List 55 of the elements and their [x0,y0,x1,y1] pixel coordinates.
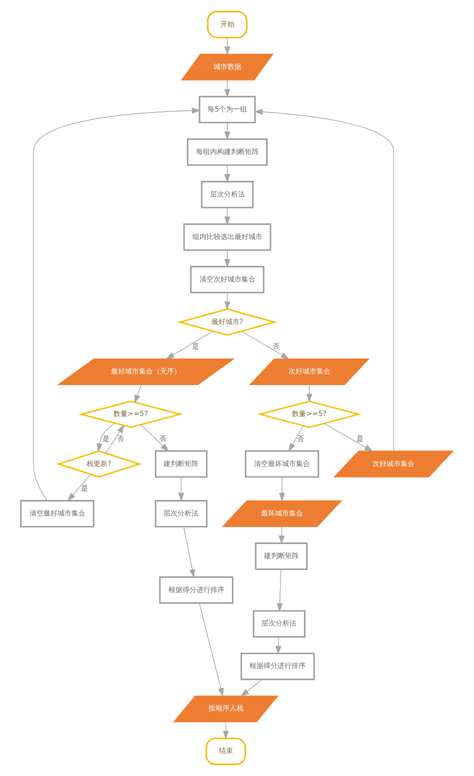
node-box: 清空次好城市集合 [190,266,264,294]
node-box: 层次分析法 [252,610,306,638]
node-box: 层次分析法 [200,180,254,208]
arrow [241,330,290,360]
arrow [224,80,230,98]
node-box: 每组内构建判断矩阵 [186,138,268,166]
edge-label: 否 [160,434,167,443]
arrow [224,122,230,140]
arrow [222,722,229,740]
arrow [275,636,282,654]
node-diamond: 栈更新? [56,450,142,478]
arrow [224,37,230,56]
arrow [140,424,170,452]
arrow [288,425,304,452]
edge-label: 是 [81,484,88,493]
arrow [67,474,91,502]
arrow [240,679,262,697]
node-diamond: 数量>=5? [257,400,362,428]
node-box: 每5个为一组 [198,96,256,124]
node-box: 层次分析法 [154,500,208,528]
node-diamond: 最好城市? [177,308,278,336]
arrow [324,423,374,452]
node-box: 清空最坏城市集合 [244,450,320,478]
edge-label: 否 [297,434,304,443]
arrow [224,207,230,226]
arrow [224,292,230,310]
node-box: 根据得分进行排序 [159,576,234,604]
node-box: 结束 [206,738,246,766]
arrow [134,384,142,404]
arrow [178,476,184,502]
node-box: 建判断矩阵 [154,450,208,478]
edge-label: 是 [102,434,110,443]
arrow [224,250,230,268]
arrow [96,422,116,452]
arrow [183,526,196,578]
node-box: 建判断矩阵 [255,542,308,570]
edge-label: 否 [272,342,280,351]
edge-label: 否 [117,434,124,443]
node-box: 组内比较选出最好城市 [183,223,272,251]
edge-label: 是 [192,342,200,351]
arrow [276,569,283,612]
edge-label: 是 [356,434,364,443]
node-box: 开始 [207,10,248,38]
arrow [33,108,201,502]
node-box: 根据得分进行排序 [240,652,315,680]
arrow [166,330,214,360]
arrow [224,164,230,183]
arrow [306,384,312,402]
arrow [254,108,394,452]
arrow [105,424,124,454]
arrow [278,476,286,502]
arrow [199,602,224,697]
node-diamond: 数量>=5? [78,400,183,428]
arrow [278,526,285,544]
node-box: 清空最好城市集合 [20,500,94,528]
